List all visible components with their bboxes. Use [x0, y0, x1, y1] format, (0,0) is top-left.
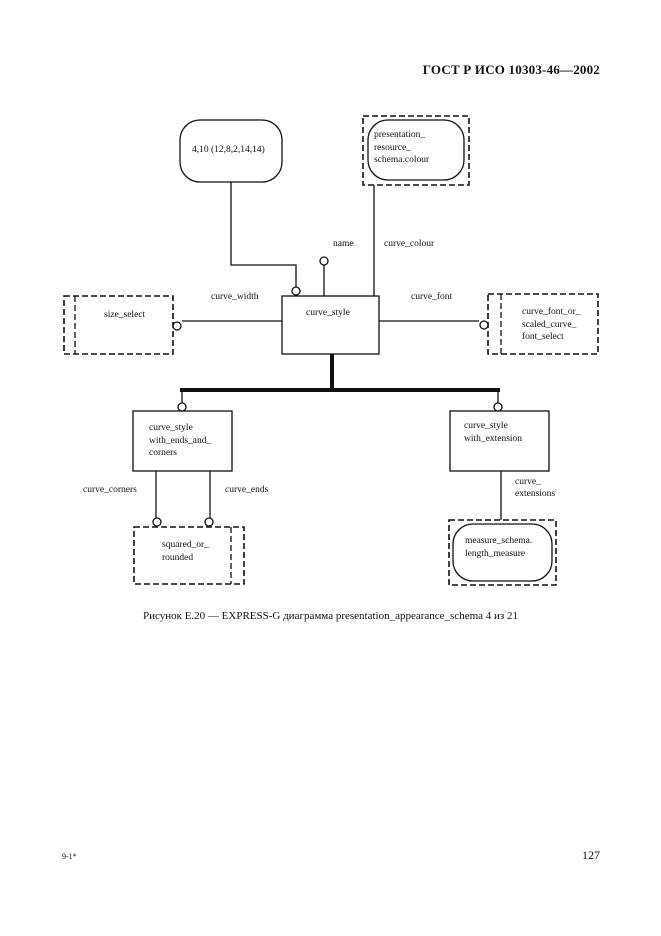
- size-select-outer: [63, 295, 174, 355]
- font-ref-text: curve_font_or_ scaled_curve_ font_select: [522, 306, 581, 344]
- constraint-link: [230, 182, 297, 287]
- curve-colour-label: curve_colour: [384, 239, 435, 249]
- ends-corners-line-3: corners: [149, 448, 177, 458]
- length-ref-text: measure_schema. length_measure: [465, 535, 532, 560]
- ends-circle: [204, 517, 214, 527]
- ends-corners-circle: [177, 402, 187, 412]
- font-circle: [479, 320, 489, 330]
- length-ref-inner: [452, 523, 553, 582]
- curve-style-box: [281, 295, 380, 355]
- squared-outer: [133, 526, 245, 585]
- curve-extensions-line-2: extensions: [515, 489, 556, 499]
- document-header: ГОСТ Р ИСО 10303-46—2002: [422, 62, 600, 77]
- curve-corners-label: curve_corners: [83, 485, 137, 495]
- extension-circle: [493, 402, 503, 412]
- footer-mark: 9-1*: [62, 852, 77, 861]
- font-ref-line-3: font_select: [522, 332, 564, 342]
- colour-ref-line-2: resource_: [374, 142, 411, 153]
- length-ref-line-1: measure_schema.: [465, 536, 533, 546]
- extension-line-2: with_extension: [464, 433, 523, 444]
- curve-extensions-line-1: curve_: [515, 477, 541, 487]
- curve-width-label: curve_width: [211, 292, 259, 302]
- curve-style-text: curve_style: [306, 308, 350, 318]
- squared-text: squared_or_ rounded: [162, 539, 209, 564]
- squared-line-1: squared_or_: [162, 540, 209, 550]
- ends-corners-line-2: with_ends_and_: [149, 435, 212, 446]
- width-circle: [172, 321, 182, 331]
- extension-text: curve_style with_extension: [464, 420, 522, 445]
- colour-ref-outer: [362, 115, 470, 186]
- corners-circle: [152, 517, 162, 527]
- extension-line-1: curve_style: [464, 421, 508, 431]
- length-ref-outer: [448, 519, 557, 586]
- size-select-text: size_select: [104, 310, 146, 320]
- curve-ends-label: curve_ends: [225, 485, 269, 495]
- curve-extensions-label: curve_ extensions: [515, 476, 555, 500]
- colour-ref-inner: [367, 119, 465, 181]
- colour-ref-line-3: schema.colour: [374, 155, 430, 165]
- font-ref-line-2: scaled_curve_: [522, 319, 577, 330]
- name-label: name: [333, 239, 354, 249]
- name-circle: [319, 256, 329, 266]
- length-ref-line-2: length_measure: [465, 548, 526, 559]
- colour-ref-line-1: presentation_: [374, 130, 426, 140]
- constraint-text: 4,10 (12,8,2,14,14): [192, 145, 265, 155]
- constraint-circle: [291, 286, 301, 296]
- curve-font-label: curve_font: [411, 292, 453, 302]
- font-ref-line-1: curve_font_or_: [522, 307, 581, 317]
- page-number: 127: [582, 848, 600, 862]
- ends-corners-text: curve_style with_ends_and_ corners: [149, 422, 211, 460]
- figure-caption: Рисунок E.20 — EXPRESS-G диаграмма prese…: [142, 610, 519, 622]
- squared-line-2: rounded: [162, 552, 194, 563]
- colour-ref-text: presentation_ resource_ schema.colour: [374, 129, 429, 167]
- ends-corners-line-1: curve_style: [149, 423, 193, 433]
